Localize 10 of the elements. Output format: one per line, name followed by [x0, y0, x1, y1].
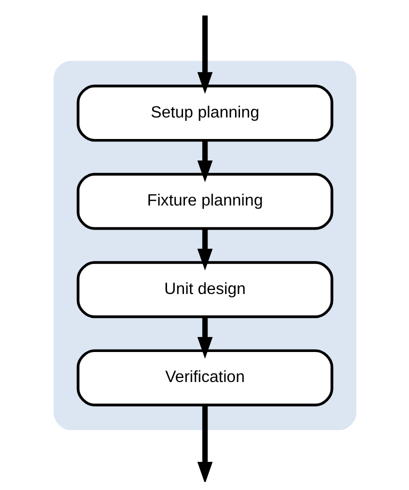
node-box: Fixture planning [76, 172, 333, 230]
arrow [196, 140, 212, 182]
cluster [53, 60, 356, 430]
arrow [196, 228, 212, 270]
arrow [196, 316, 212, 358]
node-box: Verification [76, 348, 333, 406]
node-box: Setup planning [76, 84, 333, 142]
arrow [196, 404, 212, 482]
node-box: Unit design [76, 260, 333, 318]
arrow [196, 14, 212, 94]
